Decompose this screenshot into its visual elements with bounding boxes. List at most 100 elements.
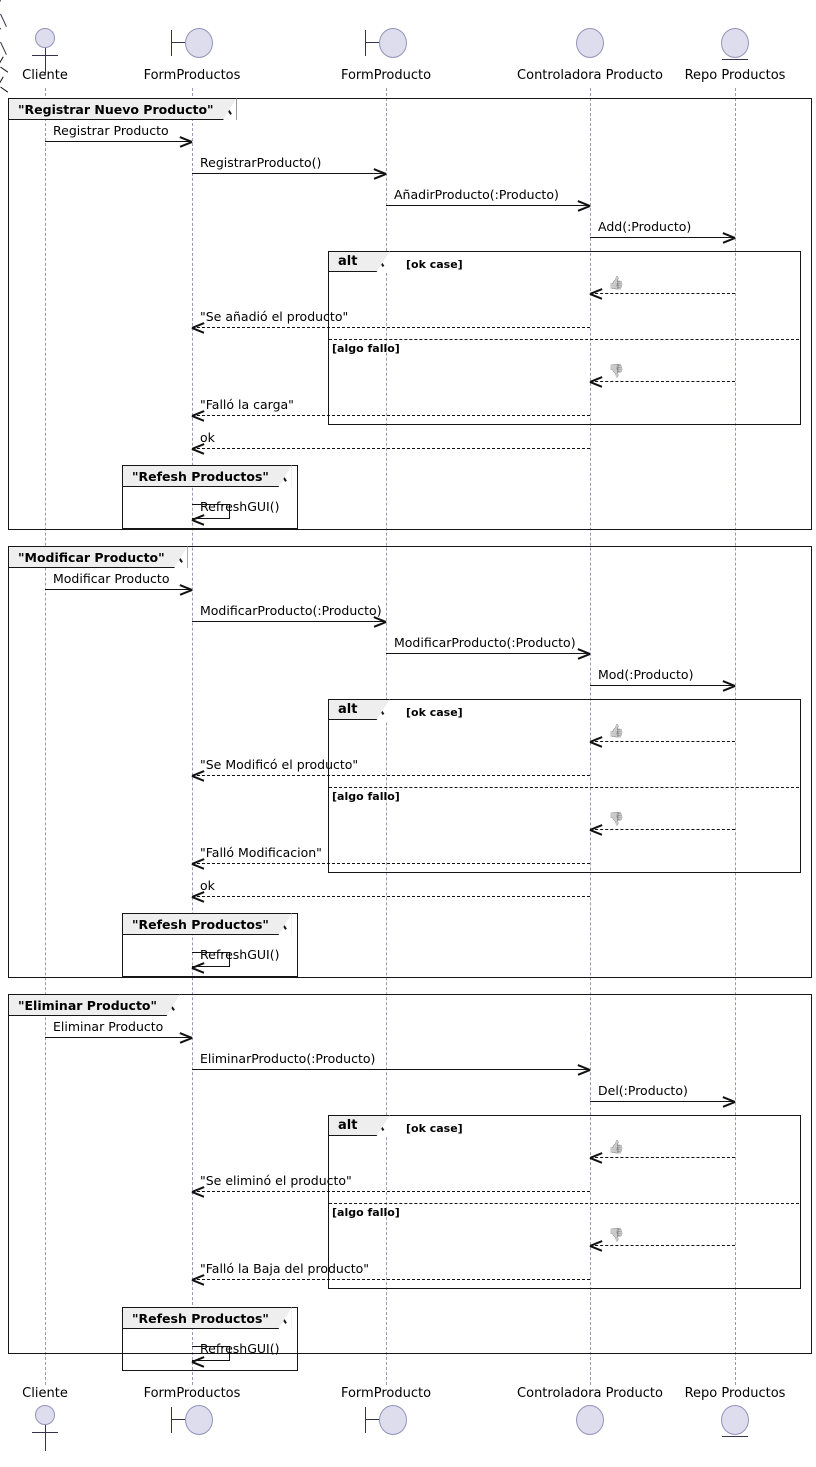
tab-notch (277, 465, 292, 488)
message-line (590, 829, 735, 830)
control-arrow-2 (0, 66, 9, 73)
boundary-icon (379, 1405, 407, 1435)
message-line (192, 863, 590, 864)
message-arrowhead (591, 288, 603, 299)
message-label: ModificarProducto(:Producto) (200, 603, 382, 618)
boundary-bar (365, 1407, 366, 1433)
actor-leg-left (0, 27, 1, 41)
thumbs-down-icon: 👎 (608, 1228, 625, 1243)
participant-label-3: Controladora Producto (517, 68, 663, 83)
alt-branch-divider (329, 787, 799, 788)
participant-label-2: FormProducto (340, 1386, 432, 1401)
message-arrowhead (722, 232, 734, 243)
participant-label-4: Repo Productos (684, 68, 786, 83)
message-arrowhead (591, 1152, 603, 1163)
alt-label-tab: alt (328, 699, 390, 721)
entity-icon (721, 1405, 749, 1435)
message-line (45, 589, 192, 590)
message-label: "Falló Modificacion" (200, 845, 322, 860)
message-label: ok (200, 878, 215, 893)
message-line (192, 1191, 590, 1192)
tab-notch (173, 546, 188, 569)
boundary-connector (171, 1419, 185, 1420)
tab-notch (277, 1307, 292, 1330)
alt-guard-0: [ok case] (406, 258, 463, 271)
message-line (192, 173, 386, 174)
message-arrowhead (577, 200, 589, 211)
alt-fragment-modificar (328, 699, 801, 873)
refresh-label: "Refesh Productos" (132, 916, 269, 932)
message-label: Modificar Producto (53, 571, 170, 586)
message-line (590, 1245, 735, 1246)
tab-notch (376, 251, 390, 273)
message-arrowhead (193, 513, 205, 524)
control-icon (576, 1405, 604, 1435)
message-label: ok (200, 430, 215, 445)
message-line (590, 1101, 735, 1102)
actor-arms (32, 1432, 58, 1433)
section-tab-modificar: "Modificar Producto" (8, 546, 188, 569)
boundary-connector (365, 1419, 379, 1420)
control-arrow-1 (0, 56, 4, 67)
section-label: "Registrar Nuevo Producto" (18, 101, 214, 117)
message-line (386, 653, 590, 654)
section-label: "Eliminar Producto" (18, 997, 158, 1013)
alt-label-tab: alt (328, 1115, 390, 1137)
thumbs-down-icon: 👎 (608, 364, 625, 379)
section-frame-modificar (8, 546, 812, 978)
refresh-label: "Refesh Productos" (132, 468, 269, 484)
participant-label-3: Controladora Producto (517, 1386, 663, 1401)
participant-label-2: FormProducto (340, 68, 432, 83)
message-line (590, 741, 735, 742)
tab-notch (222, 98, 237, 121)
tab-notch (376, 699, 390, 721)
message-line (192, 1279, 590, 1280)
refresh-tab-registrar: "Refesh Productos" (122, 465, 292, 488)
alt-guard-0: [ok case] (406, 1122, 463, 1135)
message-line (590, 237, 735, 238)
message-arrowhead (591, 1240, 603, 1251)
control-arrow-2 (0, 86, 9, 93)
alt-label-tab: alt (328, 251, 390, 273)
boundary-bar (171, 1407, 172, 1433)
boundary-connector (171, 42, 185, 43)
tab-notch (376, 1115, 390, 1137)
message-line (192, 327, 590, 328)
message-line (45, 141, 192, 142)
alt-guard-0: [ok case] (406, 706, 463, 719)
message-label: "Se añadió el producto" (200, 309, 349, 324)
boundary-bar (365, 30, 366, 56)
message-arrowhead (179, 136, 191, 147)
message-label: ModificarProducto(:Producto) (394, 635, 576, 650)
section-label: "Modificar Producto" (18, 549, 165, 565)
participant-label-1: FormProductos (143, 1386, 241, 1401)
alt-guard-1: [algo fallo] (332, 1206, 400, 1219)
message-arrowhead (591, 376, 603, 387)
entity-base (722, 59, 748, 60)
message-label: EliminarProducto(:Producto) (200, 1051, 376, 1066)
message-line (192, 775, 590, 776)
actor-body (45, 1425, 46, 1451)
self-message-loop (192, 504, 230, 519)
message-label: "Se eliminó el producto" (200, 1173, 352, 1188)
message-line (192, 896, 590, 897)
boundary-connector (365, 42, 379, 43)
lifeline-2 (386, 88, 387, 1385)
participant-label-0: Cliente (22, 1386, 68, 1401)
alt-label: alt (338, 702, 358, 717)
message-line (45, 1037, 192, 1038)
actor-leg-left (0, 0, 1, 13)
message-label: RefreshGUI() (200, 947, 280, 962)
self-message-loop (192, 952, 230, 967)
section-frame-eliminar (8, 994, 812, 1354)
section-tab-registrar: "Registrar Nuevo Producto" (8, 98, 237, 121)
lifeline-4 (735, 88, 736, 1385)
message-line (386, 205, 590, 206)
lifeline-1 (192, 88, 193, 1385)
alt-fragment-registrar (328, 251, 801, 425)
message-arrowhead (179, 1032, 191, 1043)
message-arrowhead (193, 961, 205, 972)
message-line (192, 448, 590, 449)
message-label: RefreshGUI() (200, 499, 280, 514)
